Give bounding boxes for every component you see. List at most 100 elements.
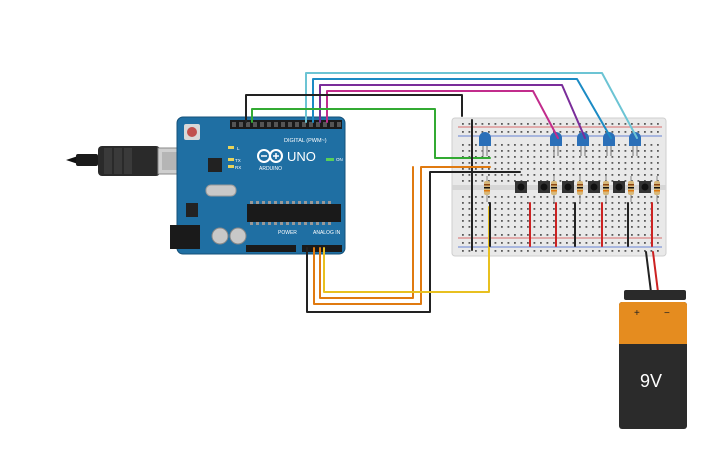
breadboard-hole: [605, 156, 607, 158]
breadboard-hole: [501, 202, 503, 204]
breadboard-hole: [527, 234, 529, 236]
breadboard-hole: [657, 180, 659, 182]
breadboard-hole: [559, 123, 562, 125]
breadboard-hole: [533, 123, 536, 125]
breadboard-hole: [657, 234, 659, 236]
breadboard-hole: [520, 214, 523, 216]
breadboard-hole: [494, 242, 497, 244]
pushbutton[interactable]: [515, 181, 527, 193]
pushbutton[interactable]: [639, 181, 651, 193]
breadboard-hole: [520, 174, 523, 176]
breadboard-hole: [546, 214, 549, 216]
breadboard-hole: [559, 242, 562, 244]
arduino-board: DIGITAL (PWM~) UNO ARDUINO L TX RX ON: [170, 116, 346, 255]
breadboard-hole: [501, 196, 503, 198]
breadboard-hole: [618, 250, 620, 252]
breadboard-hole: [611, 202, 614, 204]
breadboard-hole: [475, 156, 477, 158]
breadboard-hole: [481, 196, 484, 198]
breadboard-hole: [559, 168, 562, 170]
breadboard-hole: [644, 150, 646, 152]
analog-header: [302, 245, 342, 252]
breadboard-hole: [631, 150, 633, 152]
breadboard-hole: [657, 150, 659, 152]
breadboard-hole: [566, 131, 568, 133]
breadboard-hole: [546, 156, 549, 158]
breadboard-hole: [631, 123, 633, 125]
breadboard-hole: [507, 220, 510, 222]
breadboard-hole: [514, 131, 516, 133]
pushbutton[interactable]: [538, 181, 550, 193]
breadboard-hole: [553, 208, 555, 210]
breadboard-hole: [572, 214, 575, 216]
breadboard-hole: [475, 168, 477, 170]
breadboard-hole: [644, 226, 646, 228]
breadboard-hole: [611, 226, 614, 228]
breadboard-hole: [605, 234, 607, 236]
breadboard-hole: [572, 220, 575, 222]
breadboard-hole: [553, 234, 555, 236]
breadboard-hole: [468, 162, 471, 164]
breadboard-hole: [637, 131, 640, 133]
breadboard-hole: [585, 214, 588, 216]
resistor: [628, 176, 634, 202]
breadboard-hole: [546, 150, 549, 152]
breadboard-hole: [637, 226, 640, 228]
breadboard-hole: [488, 168, 490, 170]
breadboard-hole: [507, 226, 510, 228]
breadboard-hole: [527, 123, 529, 125]
breadboard-hole: [501, 214, 503, 216]
breadboard-hole: [585, 180, 588, 182]
breadboard-hole: [611, 208, 614, 210]
breadboard-hole: [507, 214, 510, 216]
pushbutton[interactable]: [562, 181, 574, 193]
battery-9v: + − 9V: [619, 290, 687, 429]
breadboard-hole: [520, 162, 523, 164]
breadboard-hole: [624, 162, 627, 164]
breadboard-hole: [572, 168, 575, 170]
breadboard-hole: [481, 180, 484, 182]
wire-blue: [312, 78, 612, 139]
power-label: POWER: [278, 230, 297, 236]
breadboard-hole: [644, 180, 646, 182]
breadboard-hole: [494, 174, 497, 176]
breadboard-hole: [533, 156, 536, 158]
breadboard-hole: [618, 174, 620, 176]
breadboard-hole: [475, 123, 477, 125]
atmega-chip: [247, 204, 341, 222]
breadboard-hole: [572, 156, 575, 158]
breadboard-hole: [540, 123, 542, 125]
breadboard-hole: [468, 168, 471, 170]
breadboard-hole: [462, 162, 464, 164]
breadboard-hole: [462, 131, 464, 133]
pushbutton[interactable]: [588, 181, 600, 193]
breadboard-hole: [566, 220, 568, 222]
breadboard-hole: [637, 208, 640, 210]
breadboard-hole: [592, 208, 594, 210]
breadboard-hole: [488, 156, 490, 158]
breadboard-hole: [501, 123, 503, 125]
breadboard-hole: [592, 162, 594, 164]
breadboard-hole: [585, 123, 588, 125]
breadboard-hole: [527, 174, 529, 176]
breadboard-hole: [540, 156, 542, 158]
breadboard-hole: [579, 162, 581, 164]
breadboard-hole: [481, 174, 484, 176]
breadboard-hole: [650, 180, 653, 182]
brand-label: ARDUINO: [259, 166, 282, 172]
wire-black-gnd: [245, 94, 463, 123]
breadboard-hole: [650, 168, 653, 170]
capacitor: [229, 227, 247, 245]
led-group: [479, 132, 641, 156]
breadboard-hole: [624, 123, 627, 125]
breadboard-hole: [501, 234, 503, 236]
breadboard-hole: [494, 220, 497, 222]
breadboard-hole: [488, 131, 490, 133]
breadboard-hole: [566, 162, 568, 164]
pushbutton[interactable]: [613, 181, 625, 193]
breadboard-hole: [533, 150, 536, 152]
breadboard-hole: [462, 250, 464, 252]
breadboard-hole: [527, 150, 529, 152]
breadboard-hole: [598, 220, 601, 222]
breadboard-hole: [644, 214, 646, 216]
